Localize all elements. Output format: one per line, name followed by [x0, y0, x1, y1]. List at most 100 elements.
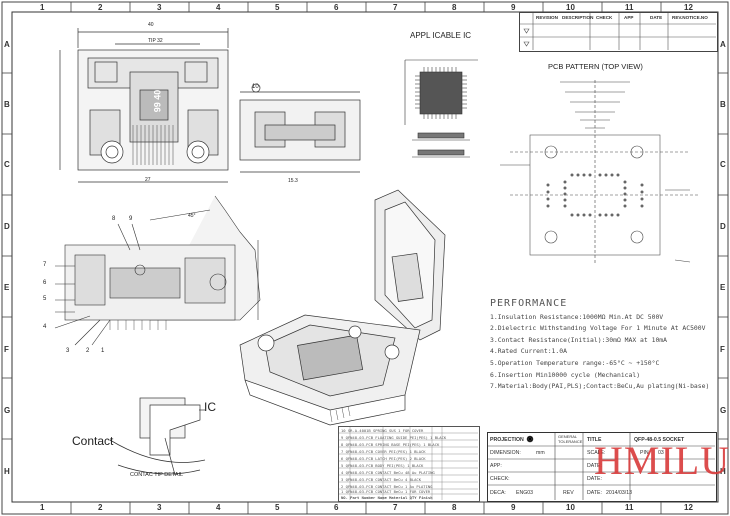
title-block: PROJECTION GENERAL TOLERANCE TITLE QFP-4…: [487, 432, 717, 502]
callout-number: 8: [112, 216, 116, 222]
column-label: 9: [511, 3, 516, 12]
callout-number: 4: [43, 324, 47, 330]
column-label: 12: [684, 503, 693, 512]
performance-line: 3.Contact Resistance(Initial):30mΩ MAX a…: [490, 335, 667, 344]
column-label: 8: [452, 3, 457, 12]
column-label: 6: [334, 3, 339, 12]
revision-header: CHECK: [596, 15, 613, 20]
column-label: 1: [40, 503, 45, 512]
revision-header: DATE: [650, 15, 663, 20]
row-label: F: [720, 345, 725, 354]
column-label: 10: [566, 503, 575, 512]
sheet-no-value: 03: [658, 450, 664, 456]
row-label: H: [720, 467, 726, 476]
bom-row: 5 QFN48-03-FCB BODY PEI(PES) 1 BLACK: [341, 463, 424, 468]
revision-table-lines: [519, 12, 716, 50]
column-label: 4: [216, 3, 221, 12]
contact-tip-detail-label: CONTAC TIP DETAIL: [130, 472, 184, 478]
unit-value: mm: [536, 450, 545, 456]
dimension-27: 27: [145, 177, 151, 183]
projection-label: PROJECTION: [490, 437, 524, 443]
performance-line: 7.Material:Body(PAI,PLS);Contact:BeCu,Au…: [490, 382, 710, 391]
ic-label: IC: [204, 400, 216, 414]
dimension-angle: 45°: [188, 213, 196, 219]
row-label: A: [720, 40, 726, 49]
revision-header: REVISION: [536, 15, 558, 20]
callout-number: 1: [101, 348, 105, 354]
bom-row: 4 QFN48-03-FCB CONTACT BeCu 48 Au PLATIN…: [341, 470, 435, 475]
row-label: B: [4, 100, 10, 109]
contact-label: Contact: [72, 434, 114, 448]
revision-header: REV.NOTICE.NO: [672, 15, 708, 20]
column-label: 5: [275, 503, 280, 512]
column-label: 5: [275, 3, 280, 12]
column-label: 10: [566, 3, 575, 12]
column-label: 3: [157, 3, 162, 12]
check-label: CHECK:: [490, 476, 510, 482]
deca-label: DECA:: [490, 490, 506, 496]
date-value: 2014/03/13: [606, 490, 632, 496]
general-tolerance-label: GENERAL TOLERANCE: [558, 434, 583, 444]
performance-line: 6.Insertion Min10000 cycle (Mechanical): [490, 370, 641, 379]
bom-col-no: NO.: [341, 495, 348, 500]
row-label: A: [4, 40, 10, 49]
socket-side-view: [239, 83, 361, 173]
dimension-label: DIMENSION:: [490, 450, 521, 456]
socket-top-view: [59, 28, 229, 183]
socket-iso-view: [239, 189, 446, 426]
row-label: C: [720, 160, 726, 169]
bom-table-lines: [338, 426, 478, 500]
performance-line: 2.Dielectric Withstanding Voltage For 1 …: [490, 324, 706, 333]
bom-row: 6 QFN48-03-FCB LATCH PEI(PES) 2 BLACK: [341, 456, 426, 461]
callout-number: 9: [129, 216, 133, 222]
row-label: E: [720, 283, 726, 292]
drawing-no-value: PIN: [640, 450, 649, 456]
row-label: H: [4, 467, 10, 476]
column-label: 8: [452, 503, 457, 512]
bom-row: 7 QFN48-03-FCB COVER PEI(PES) 1 BLACK: [341, 449, 426, 454]
title-block-lines: [487, 432, 715, 500]
column-label: 3: [157, 503, 162, 512]
column-label: 12: [684, 3, 693, 12]
contact-detail: [109, 397, 206, 476]
bom-col-name: Name: [377, 495, 387, 500]
deca-value: ENG03: [516, 490, 534, 496]
row-label: E: [4, 283, 10, 292]
title-label: TITLE: [587, 437, 602, 443]
bom-row: 2 QFN48-03-FCB CONTACT BeCu 1 Au PLATING: [341, 484, 433, 489]
row-label: G: [4, 406, 11, 415]
revision-header: DESCRIPTION: [562, 15, 594, 20]
bom-col-material: Material: [389, 495, 408, 500]
row-label: F: [4, 345, 9, 354]
dimension-40: 40: [148, 22, 154, 28]
column-label: 1: [40, 3, 45, 12]
bom-row: 10 SR-A-4001B SPRING SUS 1 FOR COVER: [341, 428, 424, 433]
pcb-pattern-title: PCB PATTERN (TOP VIEW): [548, 62, 643, 71]
callout-number: 3: [66, 348, 70, 354]
app-label: APP:: [490, 463, 502, 469]
column-label: 6: [334, 503, 339, 512]
column-label: 7: [393, 3, 398, 12]
column-label: 2: [98, 503, 103, 512]
row-label: B: [720, 100, 726, 109]
company-logo: HMILU: [594, 438, 730, 483]
callout-number: 6: [43, 280, 47, 286]
performance-line: 5.Operation Temperature range:-65°C ~ +1…: [490, 358, 660, 367]
bom-row: 9 QFN48-03-FCB FLOATING GUIDE PEI(PES) 1…: [341, 435, 447, 440]
chip-label: 99 40: [152, 89, 163, 113]
row-label: D: [4, 222, 10, 231]
bom-header-row: NO. Part Number Name Material QTY Finish: [341, 495, 433, 500]
applicable-ic-drawing: [404, 59, 478, 158]
performance-title: PERFORMANCE: [490, 298, 568, 309]
revision-header: APP: [624, 15, 634, 20]
row-label: G: [720, 406, 727, 415]
row-label: D: [720, 222, 726, 231]
callout-number: 10: [252, 84, 259, 90]
scale-label: SCALE:: [587, 450, 606, 456]
column-label: 7: [393, 503, 398, 512]
column-label: 11: [625, 3, 634, 12]
callout-number: 7: [43, 262, 47, 268]
